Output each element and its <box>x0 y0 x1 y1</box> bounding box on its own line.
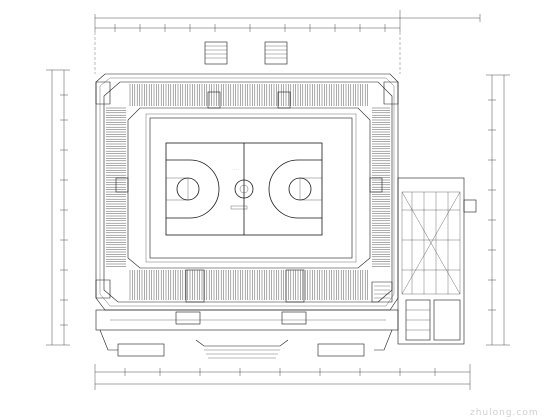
seating-bowl <box>103 81 393 303</box>
basketball-court: · · · · <box>165 142 323 236</box>
top-axis-lines <box>94 32 401 74</box>
east-annex <box>397 177 477 345</box>
stair-south-east <box>317 343 365 357</box>
main-entrance-canopy <box>195 339 289 347</box>
bottom-dimension-ticks <box>124 368 436 376</box>
playing-floor <box>145 113 357 263</box>
left-dimension-ticks <box>60 94 68 326</box>
ticket-room-east <box>281 311 307 325</box>
annex-door-mark <box>463 199 477 213</box>
top-dimension-ticks <box>114 24 386 32</box>
left-dimension-lines <box>46 69 70 346</box>
annex-columns <box>402 192 460 294</box>
right-dimension-ticks <box>488 99 496 311</box>
court-dimension-tag <box>230 205 248 210</box>
ramp-west <box>99 329 118 351</box>
top-dimension-lines <box>94 10 481 74</box>
stair-ne <box>383 81 399 105</box>
corner-stairs <box>95 81 399 303</box>
stair-sw <box>95 279 111 299</box>
bottom-dimension-lines <box>94 364 471 390</box>
north-entrance-stairs <box>204 41 288 65</box>
vomitories <box>115 91 383 303</box>
right-dimension-lines <box>486 74 510 346</box>
annex-cross-bracing <box>401 191 461 295</box>
watermark: zhulong.com <box>470 408 539 418</box>
ticket-room-west <box>175 311 201 325</box>
south-concourse <box>95 309 399 359</box>
seat-rows <box>106 84 390 300</box>
outer-walls <box>95 73 399 311</box>
stair-south-west <box>117 343 165 357</box>
ramp-east <box>374 329 393 351</box>
stair-se <box>371 281 393 303</box>
court-label-marks: · · · · <box>232 167 239 171</box>
stair-nw <box>95 81 111 105</box>
